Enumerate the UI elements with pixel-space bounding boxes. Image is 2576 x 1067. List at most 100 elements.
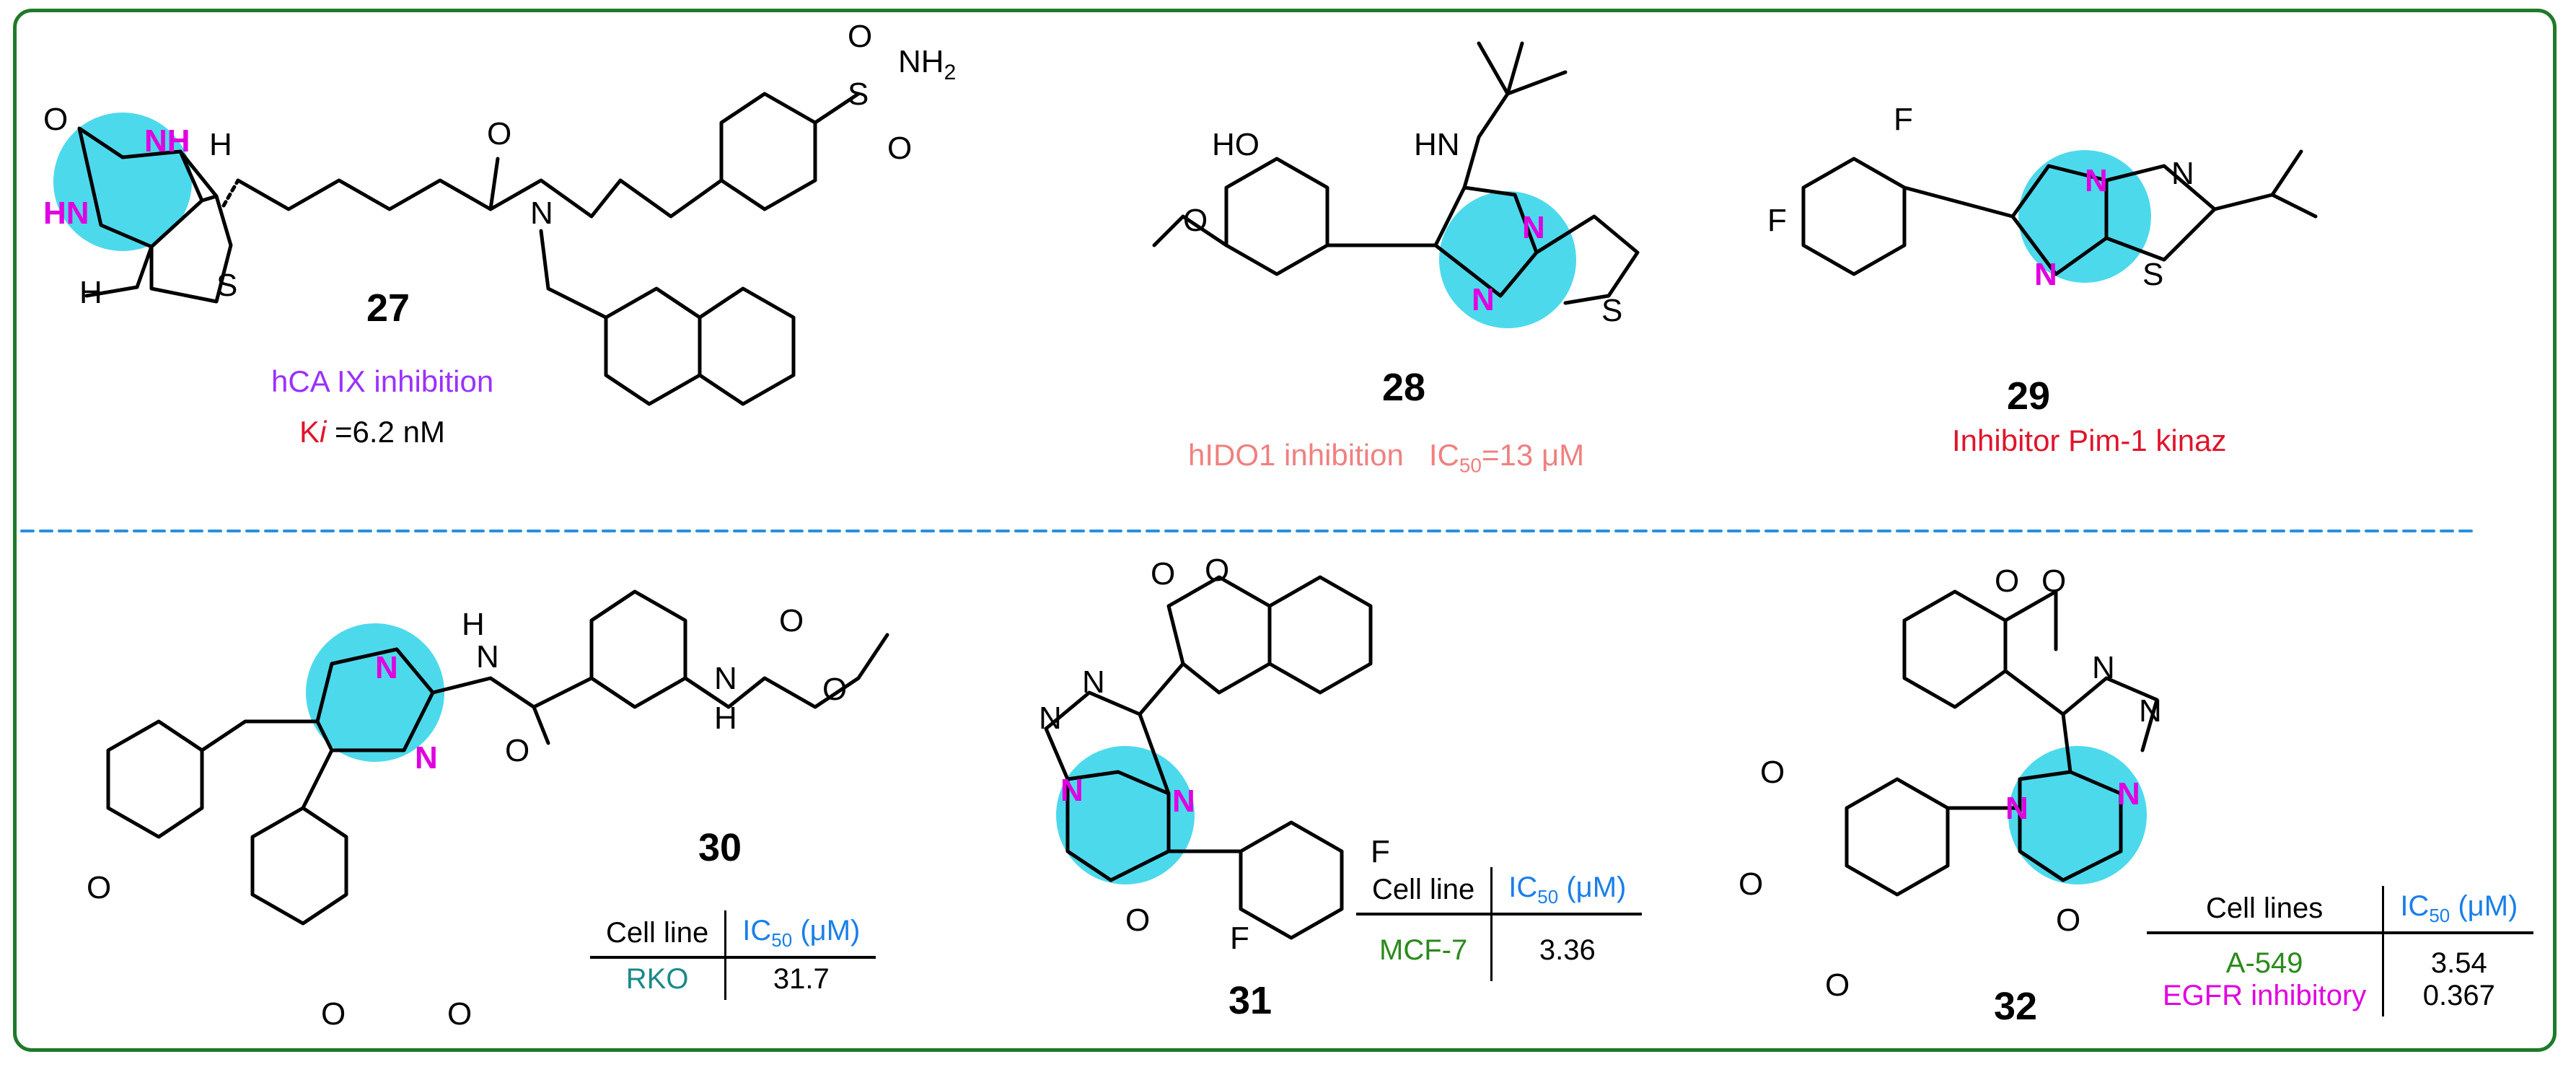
- atom-28-ho: HO: [1212, 127, 1260, 162]
- atom-27-o: O: [43, 102, 68, 137]
- compound-30-skeleton: [106, 589, 889, 926]
- figure-frame: [13, 9, 2557, 1052]
- highlight-28: [1439, 191, 1576, 328]
- atom-29-f1: F: [1894, 102, 1913, 137]
- ic50-28-sub: 50: [1459, 454, 1482, 477]
- compound-29-number: 29: [2007, 374, 2051, 418]
- atom-30-ome3: O: [447, 996, 472, 1032]
- atom-27-h2: H: [79, 275, 102, 310]
- atom-31-o3: O: [1125, 903, 1150, 938]
- ic50-28-value: =13: [1482, 438, 1542, 472]
- compound-32-number: 32: [1994, 985, 2038, 1028]
- atom-31-n3: N: [1060, 773, 1083, 808]
- atom-30-n2: N: [415, 740, 438, 776]
- ic50-28-unit: μM: [1541, 438, 1585, 472]
- atom-27-so2-o2: O: [887, 131, 912, 166]
- activity-28-text: hIDO1 inhibition: [1188, 438, 1404, 472]
- atom-28-n2: N: [1472, 282, 1495, 317]
- ki-i: i: [320, 415, 327, 449]
- atom-28-hn: HN: [1414, 127, 1460, 162]
- compound-30-number: 30: [698, 826, 742, 869]
- table-32-col1: Cell lines: [2147, 886, 2385, 933]
- atom-29-n3: N: [2034, 257, 2057, 292]
- atom-27-nh2: NH2: [898, 44, 956, 84]
- compound-32-skeleton: [1845, 589, 2159, 897]
- atom-29-s: S: [2142, 257, 2163, 292]
- atom-30-ome1: O: [87, 870, 111, 905]
- compound-31-skeleton: [1044, 575, 1373, 940]
- highlight-32: [2008, 746, 2147, 884]
- atom-30-n1: N: [375, 650, 398, 685]
- table-32-col2: IC50 (μM): [2400, 890, 2518, 926]
- atom-30-o2: O: [779, 603, 804, 638]
- table-31-col1: Cell line: [1356, 867, 1493, 914]
- table-30-col1: Cell line: [590, 910, 727, 957]
- atom-31-f1: F: [1371, 834, 1390, 869]
- compound-27-activity: hCA IX inhibition: [271, 364, 494, 398]
- atom-28-s: S: [1601, 293, 1622, 328]
- atom-32-n4: N: [2005, 791, 2028, 826]
- atom-27-so2-o1: O: [848, 19, 872, 54]
- table-31-col2: IC50 (μM): [1508, 871, 1627, 908]
- atom-32-n1: N: [2092, 650, 2115, 685]
- atom-32-n3: N: [2117, 776, 2140, 812]
- atom-31-n1: N: [1082, 664, 1105, 700]
- atom-29-f2: F: [1767, 203, 1787, 238]
- atom-labels: O NH HN H H S N O S O O NH2 HO O HN N N …: [43, 19, 2194, 1032]
- atom-32-ome2: O: [1738, 866, 1763, 902]
- compound-28-skeleton: [1152, 41, 1640, 328]
- compound-29-activity: Inhibitor Pim-1 kinaz: [1952, 423, 2227, 457]
- atom-31-o2: O: [1205, 553, 1229, 588]
- atom-31-o1: O: [1151, 556, 1175, 592]
- atom-27-h1: H: [209, 127, 232, 162]
- ic50-28-label: IC: [1428, 438, 1459, 472]
- highlight-27: [53, 113, 192, 251]
- atom-30-nh2-h: H: [714, 701, 737, 736]
- compound-27-number: 27: [366, 286, 410, 330]
- atom-27-hn: HN: [43, 196, 89, 231]
- atom-29-n1: N: [2085, 163, 2108, 198]
- atom-28-o: O: [1183, 203, 1208, 238]
- ki-k: K: [299, 415, 320, 449]
- compound-29-skeleton: [1801, 149, 2318, 283]
- atom-27-s: S: [216, 268, 237, 303]
- atom-27-n: N: [530, 196, 553, 231]
- atom-30-o3: O: [822, 672, 847, 707]
- atom-28-n1: N: [1522, 210, 1545, 245]
- highlight-30: [306, 623, 444, 762]
- atom-32-n2: N: [2139, 693, 2162, 729]
- atom-31-f2: F: [1230, 921, 1249, 956]
- atom-30-nh2-n: N: [714, 661, 737, 696]
- atom-30-o1: O: [505, 733, 529, 768]
- ki-value: =6.2 nM: [326, 415, 445, 449]
- atom-27-nh: NH: [144, 123, 190, 159]
- compound-31-number: 31: [1228, 979, 1272, 1022]
- highlight-31: [1056, 746, 1195, 884]
- atom-32-o1: O: [1995, 563, 2019, 599]
- compound-27-skeleton: [53, 92, 861, 406]
- atom-27-o2: O: [487, 116, 511, 152]
- atom-31-n4: N: [1172, 783, 1195, 819]
- atom-32-o3: O: [2056, 903, 2080, 938]
- table-30-col2: IC50 (μM): [742, 915, 861, 951]
- compound-28-activity: hIDO1 inhibition IC50=13 μM: [1188, 440, 1584, 475]
- atom-32-ome1: O: [1760, 755, 1785, 790]
- atom-29-n2: N: [2171, 156, 2194, 191]
- atom-32-ome3: O: [1825, 967, 1850, 1003]
- compound-28-number: 28: [1382, 366, 1426, 409]
- atom-31-n2: N: [1039, 701, 1062, 736]
- compound-27-ki: Ki =6.2 nM: [299, 417, 445, 447]
- atom-30-nh-h: H: [462, 607, 485, 642]
- atom-32-o2: O: [2041, 563, 2066, 599]
- atom-27-so2-s: S: [848, 76, 869, 112]
- atom-30-ome2: O: [321, 996, 346, 1032]
- atom-30-nh-n: N: [476, 639, 499, 675]
- highlight-29: [2018, 150, 2151, 283]
